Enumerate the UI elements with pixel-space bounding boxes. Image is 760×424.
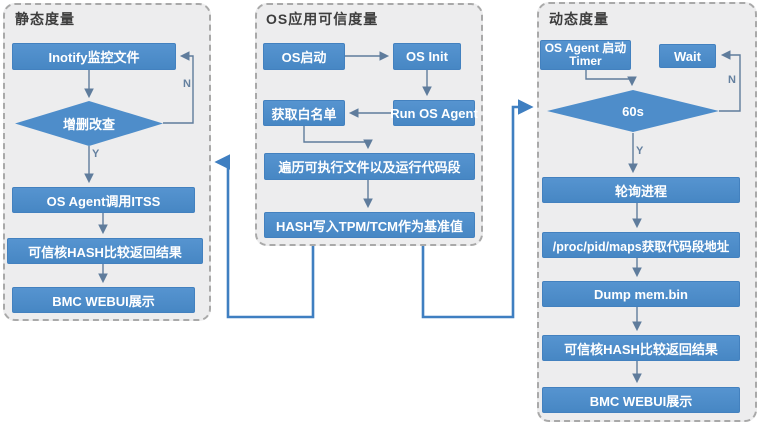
node-os-boot: OS启动 [263,43,345,70]
node-dump-mem-bin: Dump mem.bin [542,281,740,307]
branch-label-y-static: Y [92,148,100,160]
node-os-agent-start-timer: OS Agent 启动 Timer [540,40,631,70]
node-poll-processes: 轮询进程 [542,177,740,203]
node-get-whitelist: 获取白名单 [263,100,345,126]
node-proc-pid-maps-get-code-segment-address: /proc/pid/maps获取代码段地址 [542,232,740,258]
node-os-agent-call-itss: OS Agent调用ITSS [12,187,195,213]
node-os-init: OS Init [393,43,461,70]
node-bmc-webui-display-dynamic: BMC WEBUI展示 [542,387,740,413]
branch-label-n-dynamic: N [728,74,736,86]
node-trusted-core-hash-compare-dynamic: 可信核HASH比较返回结果 [542,335,740,361]
node-wait: Wait [659,44,716,68]
node-bmc-webui-display-static: BMC WEBUI展示 [12,287,195,313]
node-trusted-core-hash-compare-static: 可信核HASH比较返回结果 [7,238,203,264]
branch-label-y-dynamic: Y [636,145,644,157]
node-inotify-monitor-files: Inotify监控文件 [12,43,176,70]
branch-label-n-static: N [183,78,191,90]
static-panel-title: 静态度量 [15,11,75,27]
timer-line-1: OS Agent 启动 [544,41,627,55]
timer-line-2: Timer [569,54,602,68]
node-hash-write-tpm-tcm-baseline: HASH写入TPM/TCM作为基准值 [264,212,475,238]
os-app-panel-title: OS应用可信度量 [266,11,379,27]
node-traverse-executables-code-segments: 遍历可执行文件以及运行代码段 [264,153,475,180]
node-run-os-agent: Run OS Agent [390,100,478,126]
dynamic-panel-title: 动态度量 [549,11,609,27]
